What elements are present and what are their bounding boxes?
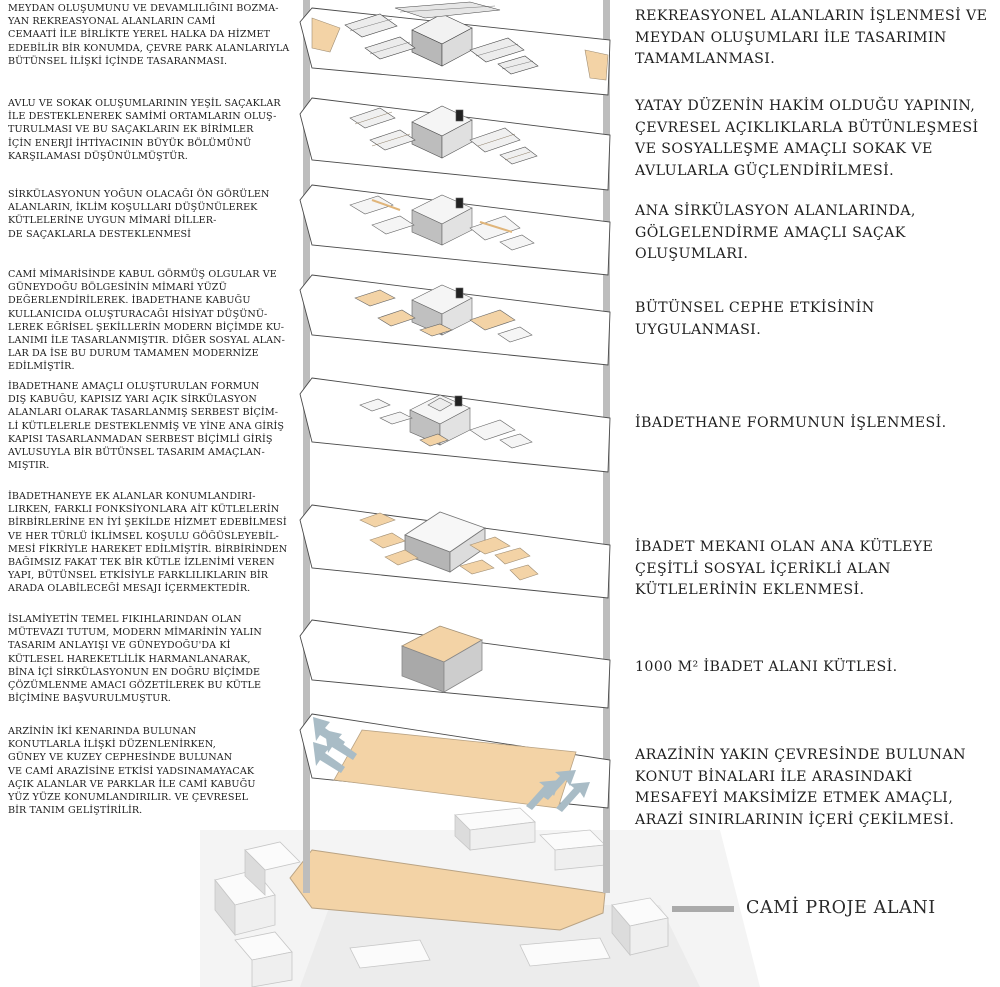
context-building xyxy=(234,931,293,987)
layer-worship-mass xyxy=(299,619,611,709)
right-note-step-2: YATAY DÜZENİN HAKİM OLDUĞU YAPININ, ÇEVR… xyxy=(635,98,979,179)
right-note-step-1: REKREASYONEL ALANLARIN İŞLENMESİ VE MEYD… xyxy=(635,8,988,67)
building-cluster xyxy=(359,394,533,449)
building-cluster xyxy=(354,284,533,343)
recreation-area xyxy=(311,17,341,53)
context-building xyxy=(454,807,536,851)
canopy-hatch xyxy=(354,111,531,161)
detail-hatch xyxy=(349,5,534,70)
right-note-step-3: ANA SİRKÜLASYON ALANLARINDA, GÖLGELENDİR… xyxy=(635,203,916,262)
arrow-icon xyxy=(526,770,590,812)
layer-worship-form xyxy=(299,377,611,473)
context-building xyxy=(349,939,431,969)
context-building xyxy=(519,937,611,967)
context-building xyxy=(611,897,669,957)
left-note-step-5: İBADETHANE AMAÇLI OLUŞTURULAN FORMUN DIŞ… xyxy=(8,381,285,472)
right-note-step-7: 1000 M² İBADET ALANI KÜTLESİ. xyxy=(635,659,898,675)
left-note-step-3: SİRKÜLASYONUN YOĞUN OLACAĞI ÖN GÖRÜLEN A… xyxy=(8,189,270,240)
layer-canopies xyxy=(299,184,611,276)
site-label-leader xyxy=(672,906,734,912)
recreation-area xyxy=(584,49,609,81)
site-context xyxy=(200,807,760,987)
layer-social-masses xyxy=(299,504,611,599)
site-road xyxy=(300,905,700,987)
layer-facade xyxy=(299,274,611,366)
context-building xyxy=(244,841,301,896)
arrow-icon xyxy=(313,717,357,773)
left-note-step-4: CAMİ MİMARİSİNDE KABUL GÖRMÜŞ OLGULAR VE… xyxy=(8,269,286,373)
right-note-step-6: İBADET MEKANI OLAN ANA KÜTLEYE ÇEŞİTLİ S… xyxy=(635,539,934,598)
left-note-step-7: İSLAMİYETİN TEMEL FIKIHLARINDAN OLAN MÜT… xyxy=(8,614,262,705)
left-note-step-1: MEYDAN OLUŞUMUNU VE DEVAMLILIĞINI BOZMA-… xyxy=(8,3,290,67)
layer-site-boundary xyxy=(299,713,611,812)
left-note-step-8: ARZİNİN İKİ KENARINDA BULUNAN KONUTLARLA… xyxy=(8,726,256,817)
building-cluster xyxy=(349,105,538,165)
right-note-step-8: ARAZİNİN YAKIN ÇEVRESİNDE BULUNAN KONUT … xyxy=(635,747,966,828)
site-label: CAMİ PROJE ALANI xyxy=(746,898,936,918)
layer-courtyards xyxy=(299,97,611,191)
left-note-step-6: İBADETHANEYE EK ALANLAR KONUMLANDIRI- LI… xyxy=(8,491,288,595)
building-cluster xyxy=(349,194,535,251)
building-cluster xyxy=(344,1,539,75)
left-note-step-2: AVLU VE SOKAK OLUŞUMLARININ YEŞİL SAÇAKL… xyxy=(8,98,281,162)
column-left xyxy=(303,0,310,893)
layer-complete-design xyxy=(299,1,611,96)
right-note-step-4: BÜTÜNSEL CEPHE ETKİSİNİN UYGULANMASI. xyxy=(635,300,875,338)
worship-mass-right xyxy=(443,639,483,693)
right-note-step-5: İBADETHANE FORMUNUN İŞLENMESİ. xyxy=(635,415,947,431)
social-mass xyxy=(359,512,539,581)
